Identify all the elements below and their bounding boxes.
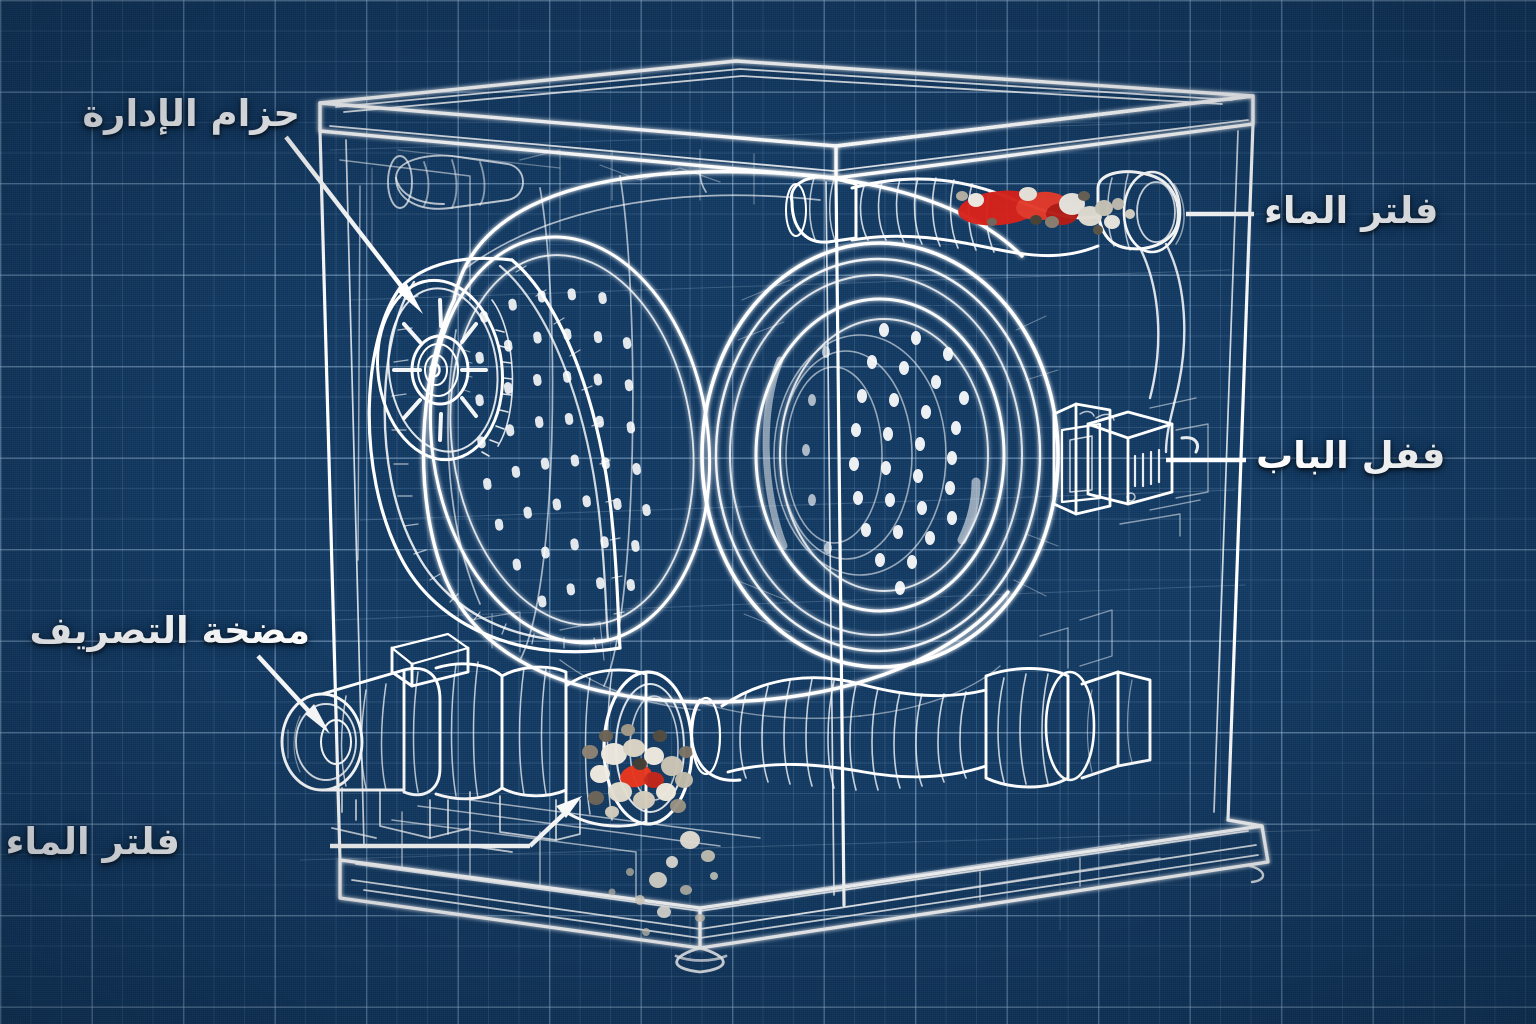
callout-label-water-filter-bottom: فلتر الماء <box>5 823 180 860</box>
callout-label-door-lock: ففل الباب <box>1256 437 1446 474</box>
callout-label-drain-pump: مضخة التصريف <box>30 612 310 649</box>
callout-label-drive-belt: حزام الإدارة <box>82 95 300 132</box>
callout-label-water-filter-top: فلتر الماء <box>1264 192 1439 229</box>
